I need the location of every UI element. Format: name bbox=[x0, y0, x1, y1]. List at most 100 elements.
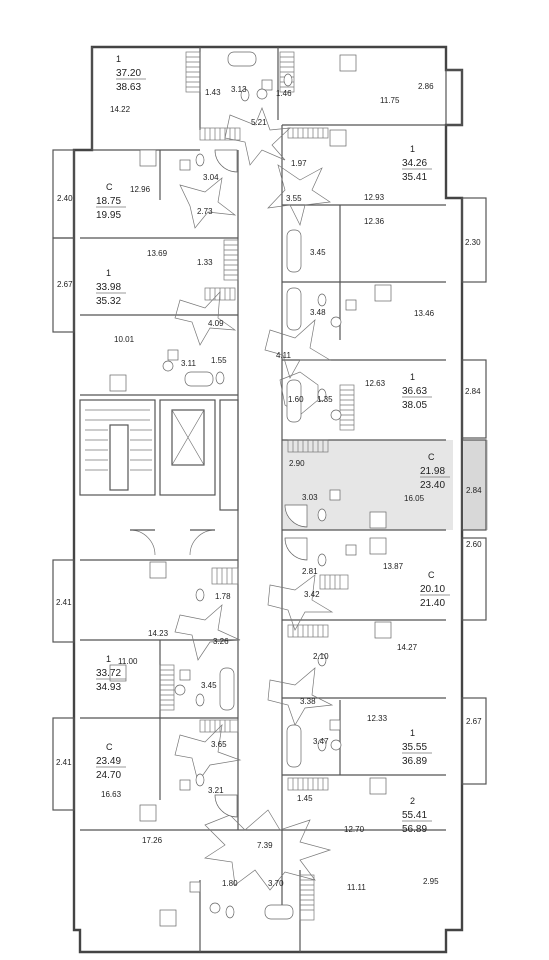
room-area: 17.26 bbox=[142, 836, 163, 845]
room-area: 16.05 bbox=[404, 494, 425, 503]
room-area: 10.01 bbox=[114, 335, 135, 344]
room-area: 3.70 bbox=[268, 879, 284, 888]
apartment-area-total: 21.98 bbox=[420, 466, 445, 477]
apartment-area-full: 35.32 bbox=[96, 296, 121, 307]
room-area: 3.65 bbox=[211, 740, 227, 749]
room-area: 2.81 bbox=[302, 567, 318, 576]
room-area: 13.46 bbox=[414, 309, 435, 318]
room-area: 3.04 bbox=[203, 173, 219, 182]
apartment-label: 1 34.26 35.41 bbox=[402, 144, 432, 183]
apartment-area-total: 18.75 bbox=[96, 196, 121, 207]
apartment-label: С 20.10 21.40 bbox=[420, 570, 450, 609]
room-area: 2.60 bbox=[466, 540, 482, 549]
room-area: 3.45 bbox=[310, 248, 326, 257]
room-area: 2.84 bbox=[465, 387, 481, 396]
room-area: 2.10 bbox=[313, 652, 329, 661]
room-area: 2.67 bbox=[57, 280, 73, 289]
apartment-label: 1 36.63 38.05 bbox=[402, 372, 432, 411]
apartment-rooms: 1 bbox=[106, 654, 111, 664]
room-area: 3.03 bbox=[302, 493, 318, 502]
apartment-area-total: 34.26 bbox=[402, 158, 427, 169]
apartment-area-full: 23.40 bbox=[420, 480, 445, 491]
room-area: 12.93 bbox=[364, 193, 385, 202]
elevator-shaft bbox=[159, 399, 239, 511]
apartment-area-total: 36.63 bbox=[402, 386, 427, 397]
room-area: 2.84 bbox=[466, 486, 482, 495]
apartment-rooms: 1 bbox=[116, 54, 121, 64]
interior-walls bbox=[80, 47, 446, 952]
apartment-area-total: 37.20 bbox=[116, 68, 141, 79]
highlighted-balcony-fill bbox=[464, 440, 488, 530]
room-area: 12.70 bbox=[344, 825, 365, 834]
room-area: 14.23 bbox=[148, 629, 169, 638]
room-area: 14.27 bbox=[397, 643, 418, 652]
room-area: 4.09 bbox=[208, 319, 224, 328]
room-area: 2.30 bbox=[465, 238, 481, 247]
room-area: 1.80 bbox=[222, 879, 238, 888]
room-area: 11.75 bbox=[380, 96, 400, 105]
room-area: 1.60 bbox=[288, 395, 304, 404]
room-area: 2.86 bbox=[418, 82, 434, 91]
room-area: 11.11 bbox=[347, 883, 366, 892]
closet-hatches bbox=[159, 51, 355, 921]
room-area: 4.11 bbox=[276, 351, 292, 360]
room-area: 2.73 bbox=[197, 207, 213, 216]
apartment-area-full: 34.93 bbox=[96, 682, 121, 693]
room-area: 1.97 bbox=[291, 159, 307, 168]
stove-icon bbox=[109, 54, 392, 927]
room-area: 3.47 bbox=[313, 737, 329, 746]
apartment-rooms: 2 bbox=[410, 796, 415, 806]
room-area: 12.96 bbox=[130, 185, 151, 194]
room-area: 11.00 bbox=[118, 657, 138, 666]
room-area: 3.26 bbox=[213, 637, 229, 646]
apartment-label: 1 33.72 34.93 bbox=[96, 654, 126, 693]
building-outline bbox=[52, 45, 487, 954]
room-area: 1.45 bbox=[297, 794, 313, 803]
room-area: 2.41 bbox=[56, 598, 72, 607]
room-area: 3.45 bbox=[201, 681, 217, 690]
room-area: 13.69 bbox=[147, 249, 168, 258]
apartment-rooms: 1 bbox=[410, 728, 415, 738]
room-area: 12.36 bbox=[364, 217, 385, 226]
room-area: 1.33 bbox=[197, 258, 213, 267]
washer-icon bbox=[162, 88, 342, 914]
room-area: 12.63 bbox=[365, 379, 386, 388]
shower-icon bbox=[214, 149, 308, 818]
room-area: 16.63 bbox=[101, 790, 122, 799]
room-area: 1.43 bbox=[205, 88, 221, 97]
room-area: 2.67 bbox=[466, 717, 482, 726]
room-area: 14.22 bbox=[110, 105, 131, 114]
room-area: 13.87 bbox=[383, 562, 404, 571]
apartment-area-full: 19.95 bbox=[96, 210, 121, 221]
room-area: 5.21 bbox=[251, 118, 267, 127]
apartment-area-total: 20.10 bbox=[420, 584, 445, 595]
apartment-label: С 18.75 19.95 bbox=[96, 182, 126, 221]
highlighted-apartment-fill bbox=[283, 440, 453, 530]
room-area: 1.46 bbox=[276, 89, 292, 98]
apartment-rooms: С bbox=[106, 182, 113, 192]
apartment-label: С 21.98 23.40 bbox=[420, 452, 450, 491]
apartment-label: 1 33.98 35.32 bbox=[96, 268, 126, 307]
room-area: 3.38 bbox=[300, 697, 316, 706]
apartment-label: 1 37.20 38.63 bbox=[116, 54, 146, 93]
room-area: 2.41 bbox=[56, 758, 72, 767]
stairwell bbox=[79, 399, 156, 496]
corridor-halls bbox=[174, 107, 334, 891]
room-area: 3.48 bbox=[310, 308, 326, 317]
room-area: 12.33 bbox=[367, 714, 388, 723]
room-area: 7.39 bbox=[257, 841, 273, 850]
room-area: 3.11 bbox=[181, 359, 197, 368]
apartment-area-full: 56.89 bbox=[402, 824, 427, 835]
toilet-icon bbox=[195, 73, 327, 919]
room-area: 2.95 bbox=[423, 877, 439, 886]
room-area: 1.78 bbox=[215, 592, 231, 601]
room-area: 3.42 bbox=[304, 590, 320, 599]
room-area: 3.55 bbox=[286, 194, 302, 203]
apartment-label: 1 35.55 36.89 bbox=[402, 728, 432, 767]
apartment-area-full: 35.41 bbox=[402, 172, 427, 183]
apartment-area-total: 35.55 bbox=[402, 742, 427, 753]
apartment-area-full: 38.05 bbox=[402, 400, 427, 411]
apartment-area-full: 24.70 bbox=[96, 770, 121, 781]
apartment-area-total: 23.49 bbox=[96, 756, 121, 767]
